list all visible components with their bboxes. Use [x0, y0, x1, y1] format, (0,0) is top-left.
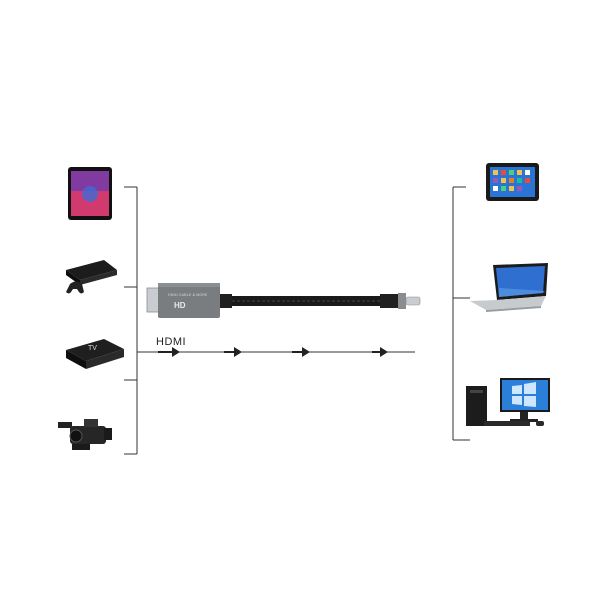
svg-text:TV: TV	[88, 345, 97, 352]
laptop-icon	[470, 263, 548, 312]
arrow-icon	[302, 347, 310, 357]
game-console-icon	[66, 260, 117, 294]
hdmi-cable	[146, 283, 421, 318]
adapter-housing	[158, 283, 220, 318]
desktop-pc-icon	[466, 378, 550, 426]
smartphone-icon	[68, 167, 112, 220]
display-bracket	[452, 186, 470, 441]
tv-box-icon: TV	[66, 339, 124, 369]
usb-c-plug	[405, 296, 421, 306]
arrow-icon	[234, 347, 242, 357]
arrow-icon	[380, 347, 388, 357]
arrow-icon	[172, 347, 180, 357]
signal-flow-line	[158, 347, 415, 357]
adapter-logo: HD	[174, 300, 186, 309]
source-bracket	[124, 186, 158, 455]
tablet-icon	[486, 163, 539, 201]
adapter-brand-text: HDMI CABLE & MORE	[168, 293, 208, 297]
hdmi-label: HDMI	[156, 336, 187, 348]
cable-body	[232, 296, 380, 306]
usb-c-housing	[398, 293, 406, 309]
camcorder-icon	[58, 419, 112, 450]
